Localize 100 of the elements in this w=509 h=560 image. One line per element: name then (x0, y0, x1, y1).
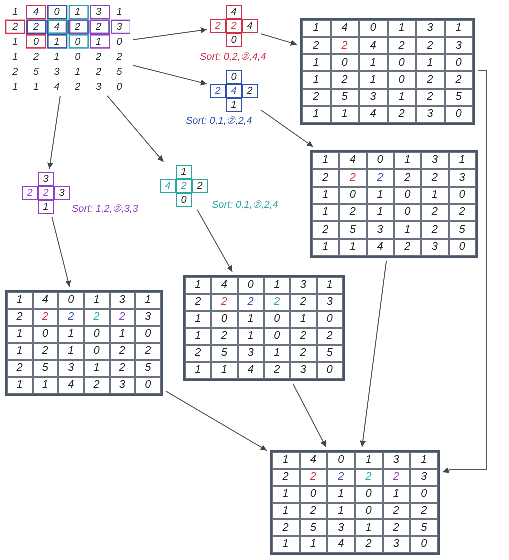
matrix-value: 2 (310, 470, 317, 485)
matrix-value: 1 (404, 222, 411, 238)
matrix-value: 1 (377, 188, 384, 204)
matrix-value: 1 (459, 153, 466, 168)
matrix-value: 2 (342, 38, 348, 54)
matrix-value: 2 (310, 504, 317, 519)
matrix-value: 2 (12, 21, 18, 35)
matrix-value: 5 (145, 361, 152, 376)
matrix-value: 2 (119, 310, 126, 326)
matrix-value: 2 (145, 344, 152, 360)
matrix-value: 2 (248, 295, 254, 310)
matrix-value: 2 (398, 107, 405, 122)
matrix-value: 2 (393, 520, 400, 536)
matrix-value: 2 (432, 170, 438, 186)
matrix-value: 3 (119, 293, 126, 308)
matrix-value: 1 (94, 361, 100, 376)
matrix-value: 3 (432, 240, 438, 256)
matrix-value: 0 (75, 36, 81, 50)
matrix-value: 1 (12, 36, 18, 50)
matrix-value: 1 (94, 293, 100, 308)
matrix-value: 1 (33, 81, 40, 95)
sort-note: Sort: 0,1,②,2,4 (212, 199, 278, 213)
matrix-value: 0 (42, 327, 49, 342)
matrix-value: 5 (459, 222, 466, 238)
matrix-value: 3 (427, 107, 434, 122)
matrix-value: 4 (338, 537, 344, 552)
matrix-value: 3 (377, 222, 384, 238)
arrow (197, 210, 233, 272)
kernel-cell: 0 (176, 193, 192, 207)
matrix-value: 0 (145, 327, 152, 342)
matrix-value: 3 (338, 520, 344, 536)
kernel-cell: 4 (242, 19, 258, 33)
arrow (292, 384, 327, 448)
matrix-value: 0 (404, 188, 411, 204)
matrix-value: 1 (54, 36, 60, 50)
matrix-value: 3 (300, 363, 307, 378)
matrix-value: 0 (456, 56, 462, 71)
matrix-value: 2 (12, 66, 18, 80)
matrix-value: 1 (42, 378, 49, 394)
matrix-value: 3 (54, 66, 60, 80)
matrix-value: 1 (54, 51, 60, 65)
matrix-value: 5 (42, 361, 49, 376)
matrix-value: 1 (16, 344, 23, 360)
matrix-value: 2 (366, 537, 372, 552)
matrix-value: 3 (456, 38, 462, 54)
matrix-value: 1 (16, 293, 23, 308)
kernel-cell: 2 (226, 19, 242, 33)
matrix-value: 4 (42, 293, 49, 308)
matrix-value: 3 (96, 6, 102, 20)
matrix-value: 1 (145, 293, 152, 308)
matrix-value: 0 (68, 293, 74, 308)
kernel-cell: 3 (54, 186, 70, 200)
arrow (132, 28, 208, 40)
matrix-value: 1 (322, 188, 329, 204)
matrix-value: 2 (427, 90, 434, 105)
matrix-value: 1 (326, 278, 333, 294)
matrix-value: 5 (456, 90, 462, 105)
kernel-cell: 1 (226, 98, 242, 112)
matrix-value: 0 (310, 486, 317, 502)
matrix-value: 0 (342, 56, 348, 71)
matrix-value: 1 (427, 56, 434, 71)
matrix-value: 1 (300, 312, 307, 328)
matrix-value: 1 (96, 36, 102, 50)
matrix-value: 3 (248, 346, 254, 362)
matrix-value: 0 (248, 278, 254, 294)
matrix-value: 2 (366, 470, 372, 485)
matrix-value: 1 (398, 21, 405, 36)
matrix-value: 2 (350, 170, 356, 186)
kernel-cell: 4 (226, 84, 242, 98)
matrix-value: 3 (459, 170, 466, 186)
matrix-value: 4 (68, 378, 74, 394)
matrix-value: 0 (326, 363, 333, 378)
matrix-value: 5 (116, 66, 122, 80)
matrix-value: 1 (75, 6, 81, 20)
matrix-value: 1 (456, 21, 462, 36)
kernel-cell: 3 (38, 172, 54, 186)
matrix-value: 2 (282, 520, 289, 536)
matrix-value: 2 (404, 170, 411, 186)
matrix-value: 2 (96, 66, 102, 80)
matrix-value: 1 (338, 504, 344, 519)
matrix-value: 4 (248, 363, 254, 378)
arrow (132, 65, 208, 86)
matrix-value: 2 (393, 470, 400, 485)
matrix-value: 1 (393, 486, 400, 502)
matrix-grid (270, 450, 440, 555)
matrix-value: 5 (421, 520, 428, 536)
matrix-value: 1 (274, 278, 280, 294)
matrix-value: 2 (33, 51, 40, 65)
matrix-value: 1 (282, 537, 289, 552)
matrix-value: 3 (145, 310, 152, 326)
matrix-value: 1 (195, 329, 202, 344)
matrix-value: 0 (274, 329, 280, 344)
matrix-value: 2 (456, 72, 462, 88)
matrix-value: 2 (274, 295, 280, 310)
matrix-value: 3 (116, 21, 122, 35)
kernel-cell: 2 (210, 19, 226, 33)
matrix-value: 1 (75, 66, 81, 80)
matrix-value: 1 (12, 6, 18, 20)
matrix-value: 0 (274, 312, 280, 328)
matrix-value: 0 (350, 188, 356, 204)
